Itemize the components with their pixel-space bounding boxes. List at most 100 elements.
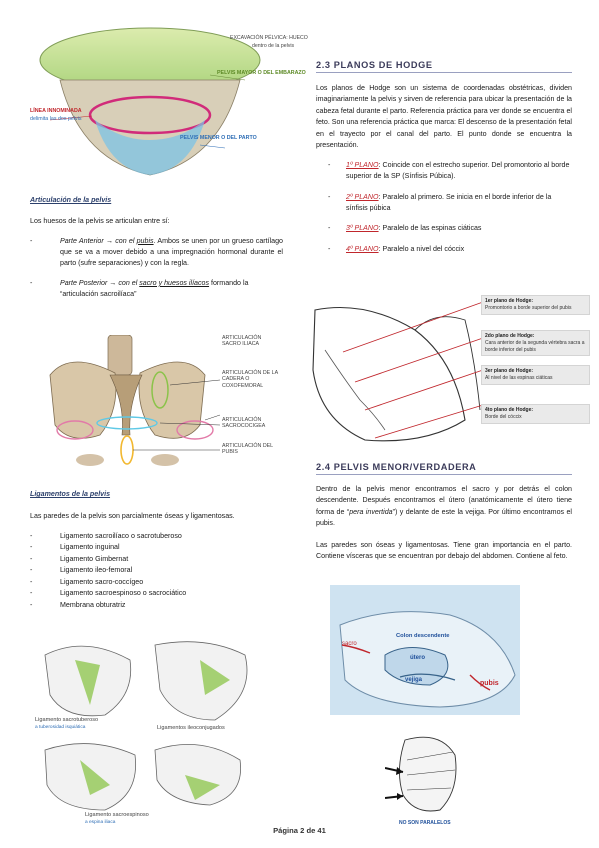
plane-label: 4º PLANO	[346, 244, 379, 253]
articulacion-heading: Articulación de la pelvis	[30, 196, 112, 204]
caption-sacrotuberoso: Ligamento sacrotuberoso	[35, 717, 99, 723]
item-rest: . Ambos se unen por un grueso cartílago …	[60, 236, 283, 267]
ligamento-item: -Membrana obturatriz	[30, 600, 283, 611]
item-link-sacro: sacro y huesos ilíacos	[139, 278, 210, 287]
ligamento-label: Ligamento sacro-coccígeo	[60, 577, 144, 586]
plane-text: : Paralelo a nivel del cóccix	[378, 244, 465, 253]
ligamentos-list: -Ligamento sacroilíaco o sacrotuberoso -…	[30, 531, 283, 611]
plane-label: 3º PLANO	[346, 224, 379, 233]
label-art-cadera: ARTICULACIÓN DE LA CADERA O COXOFEMORAL	[222, 370, 278, 389]
ligament-fig-2	[154, 641, 248, 721]
caption-ileoconjugados: Ligamentos ileoconjugados	[157, 725, 225, 731]
hodge-note-3: 3er plano de Hodge: Al nivel de las espi…	[481, 365, 590, 385]
ligamento-item: - Ligamento ileo-femoral	[30, 565, 283, 576]
label-colon: Colon descendente	[396, 633, 450, 639]
fetal-head-figure: NO SON PARALELOS	[384, 730, 465, 830]
pelvis-menor-figure: Colon descendente sacro útero vejiga pub…	[330, 585, 520, 715]
label-art-sacrococcigea: ARTICULACIÓN SACROCOCIGEA	[222, 417, 266, 430]
ligamento-label: Ligamento sacroespinoso o sacrociático	[60, 589, 187, 598]
p1-part-a: Dentro de la pelvis menor encontramos el…	[316, 485, 572, 516]
ligamento-item: - Ligamento sacro-coccígeo	[30, 577, 283, 588]
bullet: -	[30, 566, 33, 575]
bullet: -	[30, 577, 33, 586]
label-delimita: delimita las dos pelvis	[30, 116, 82, 122]
ligament-illustrations	[44, 641, 248, 811]
label-dentro: dentro de la pelvis	[252, 43, 295, 49]
menor-section: 2.4 PELVIS MENOR/VERDADERA Dentro de la …	[316, 462, 572, 563]
label-no-paralelos: NO SON PARALELOS	[399, 820, 451, 826]
hodge-plane-4: - 4º PLANO: Paralelo a nivel del cóccix	[316, 244, 572, 255]
sub-tuberosidad: a tuberosidad isquiática	[35, 725, 86, 730]
page-number: Página 2 de 41	[273, 826, 326, 835]
note-title: 4to plano de Hodge:	[485, 407, 534, 413]
label-pelvis-menor: PELVIS MENOR O DEL PARTO	[180, 135, 257, 141]
ligament-fig-4	[154, 744, 242, 806]
sub-espina: a espina iliaca	[85, 820, 116, 825]
ligamento-label: Ligamento inguinal	[60, 543, 120, 552]
plane-text: : Paralelo de las espinas ciáticas	[378, 224, 482, 233]
articulacion-item-anterior: - Parte Anterior → con el pubis. Ambos s…	[30, 236, 283, 269]
note-body: Cara anterior de la segunda vértebra sac…	[485, 339, 585, 353]
plane-text: : Paralelo al primero. Se inicia en el b…	[346, 192, 552, 212]
hodge-planes-illustration	[312, 301, 484, 442]
label-art-sacroiliaca: ARTICULACIÓN SACRO ILIACA	[222, 335, 262, 348]
menor-paragraph-1: Dentro de la pelvis menor encontramos el…	[316, 484, 572, 530]
pelvis-articulation-illustration	[49, 334, 221, 466]
bullet: -	[30, 543, 33, 552]
bullet: -	[328, 224, 331, 233]
ligamento-label: Ligamento ileo-femoral	[60, 566, 133, 575]
item-lead: Parte Anterior → con el	[60, 236, 137, 245]
item-link-pubis: pubis	[136, 236, 154, 245]
note-title: 2do plano de Hodge:	[485, 333, 535, 339]
ligamento-label: Ligamento sacroilíaco o sacrotuberoso	[60, 531, 182, 540]
label-art-pubis: ARTICULACIÓN DEL PUBIS	[222, 443, 273, 456]
fetal-head-illustration	[384, 736, 457, 812]
ligamento-item: - Ligamento Gimbernat	[30, 554, 283, 565]
articulation-figure: ARTICULACIÓN SACRO ILIACA ARTICULACIÓN D…	[30, 334, 280, 470]
caption-sacroespinoso: Ligamento sacroespinoso	[85, 812, 149, 818]
bullet: -	[328, 160, 331, 169]
label-pubis: pubis	[480, 680, 499, 687]
ligament-figures: Ligamento sacrotuberoso a tuberosidad is…	[35, 635, 280, 835]
plane-label: 1º PLANO	[346, 160, 379, 169]
bullet: -	[30, 589, 33, 598]
hodge-figure: 1er plano de Hodge: Promontorio a borde …	[305, 290, 590, 450]
bullet: -	[30, 236, 33, 245]
bullet: -	[30, 554, 33, 563]
p1-part-b: ”) y delante de este la vejiga. Por últi…	[316, 507, 573, 528]
hodge-note-1: 1er plano de Hodge: Promontorio a borde …	[481, 295, 590, 315]
label-pelvis-mayor: PELVIS MAYOR O DEL EMBARAZO	[217, 70, 306, 76]
ligamento-item: -Ligamento sacroilíaco o sacrotuberoso	[30, 531, 283, 542]
menor-paragraph-2: Las paredes son óseas y ligamentosas. Ti…	[316, 540, 572, 561]
note-body: Borde del cóccix	[485, 413, 522, 420]
articulacion-section: Articulación de la pelvis Los huesos de …	[30, 195, 283, 300]
p1-italic: pera invertida	[349, 507, 393, 516]
ligamento-label: Ligamento Gimbernat	[60, 554, 129, 563]
menor-heading: 2.4 PELVIS MENOR/VERDADERA	[316, 462, 572, 475]
hodge-note-4: 4to plano de Hodge: Borde del cóccix	[481, 404, 590, 424]
plane-label: 2º PLANO	[346, 192, 379, 201]
ligamentos-section: Ligamentos de la pelvis Las paredes de l…	[30, 489, 283, 611]
note-body: Promontorio a borde superior del pubis	[485, 304, 572, 311]
hodge-plane-1: - 1º PLANO: Coincide con el estrecho sup…	[316, 160, 572, 183]
hodge-planes-list: - 1º PLANO: Coincide con el estrecho sup…	[316, 160, 572, 255]
bullet: -	[328, 244, 331, 253]
label-excavacion: EXCAVACIÓN PÉLVICA: HUECO	[230, 35, 308, 41]
bullet: -	[328, 192, 331, 201]
label-linea-innominada: LÍNEA INNOMINADA	[30, 108, 82, 114]
hodge-plane-2: - 2º PLANO: Paralelo al primero. Se inic…	[316, 192, 572, 215]
ligament-fig-3	[44, 743, 137, 811]
bullet: -	[30, 600, 33, 609]
articulacion-intro: Los huesos de la pelvis se articulan ent…	[30, 216, 170, 225]
label-vejiga: vejiga	[405, 677, 423, 683]
plane-text: : Coincide con el estrecho superior. Del…	[346, 160, 570, 181]
note-title: 1er plano de Hodge:	[485, 298, 534, 304]
ligament-fig-1	[44, 645, 132, 717]
hodge-heading: 2.3 PLANOS DE HODGE	[316, 60, 572, 73]
articulacion-item-posterior: - Parte Posterior → con el sacro y hueso…	[30, 278, 283, 300]
hodge-paragraph: Los planos de Hodge son un sistema de co…	[316, 84, 572, 150]
item-rest: formando la “articulación sacroilíaca”	[60, 278, 249, 298]
pelvis-menor-illustration	[330, 585, 520, 715]
pelvis-basin-illustration	[39, 27, 261, 176]
ligamentos-heading: Ligamentos de la pelvis	[30, 490, 111, 498]
